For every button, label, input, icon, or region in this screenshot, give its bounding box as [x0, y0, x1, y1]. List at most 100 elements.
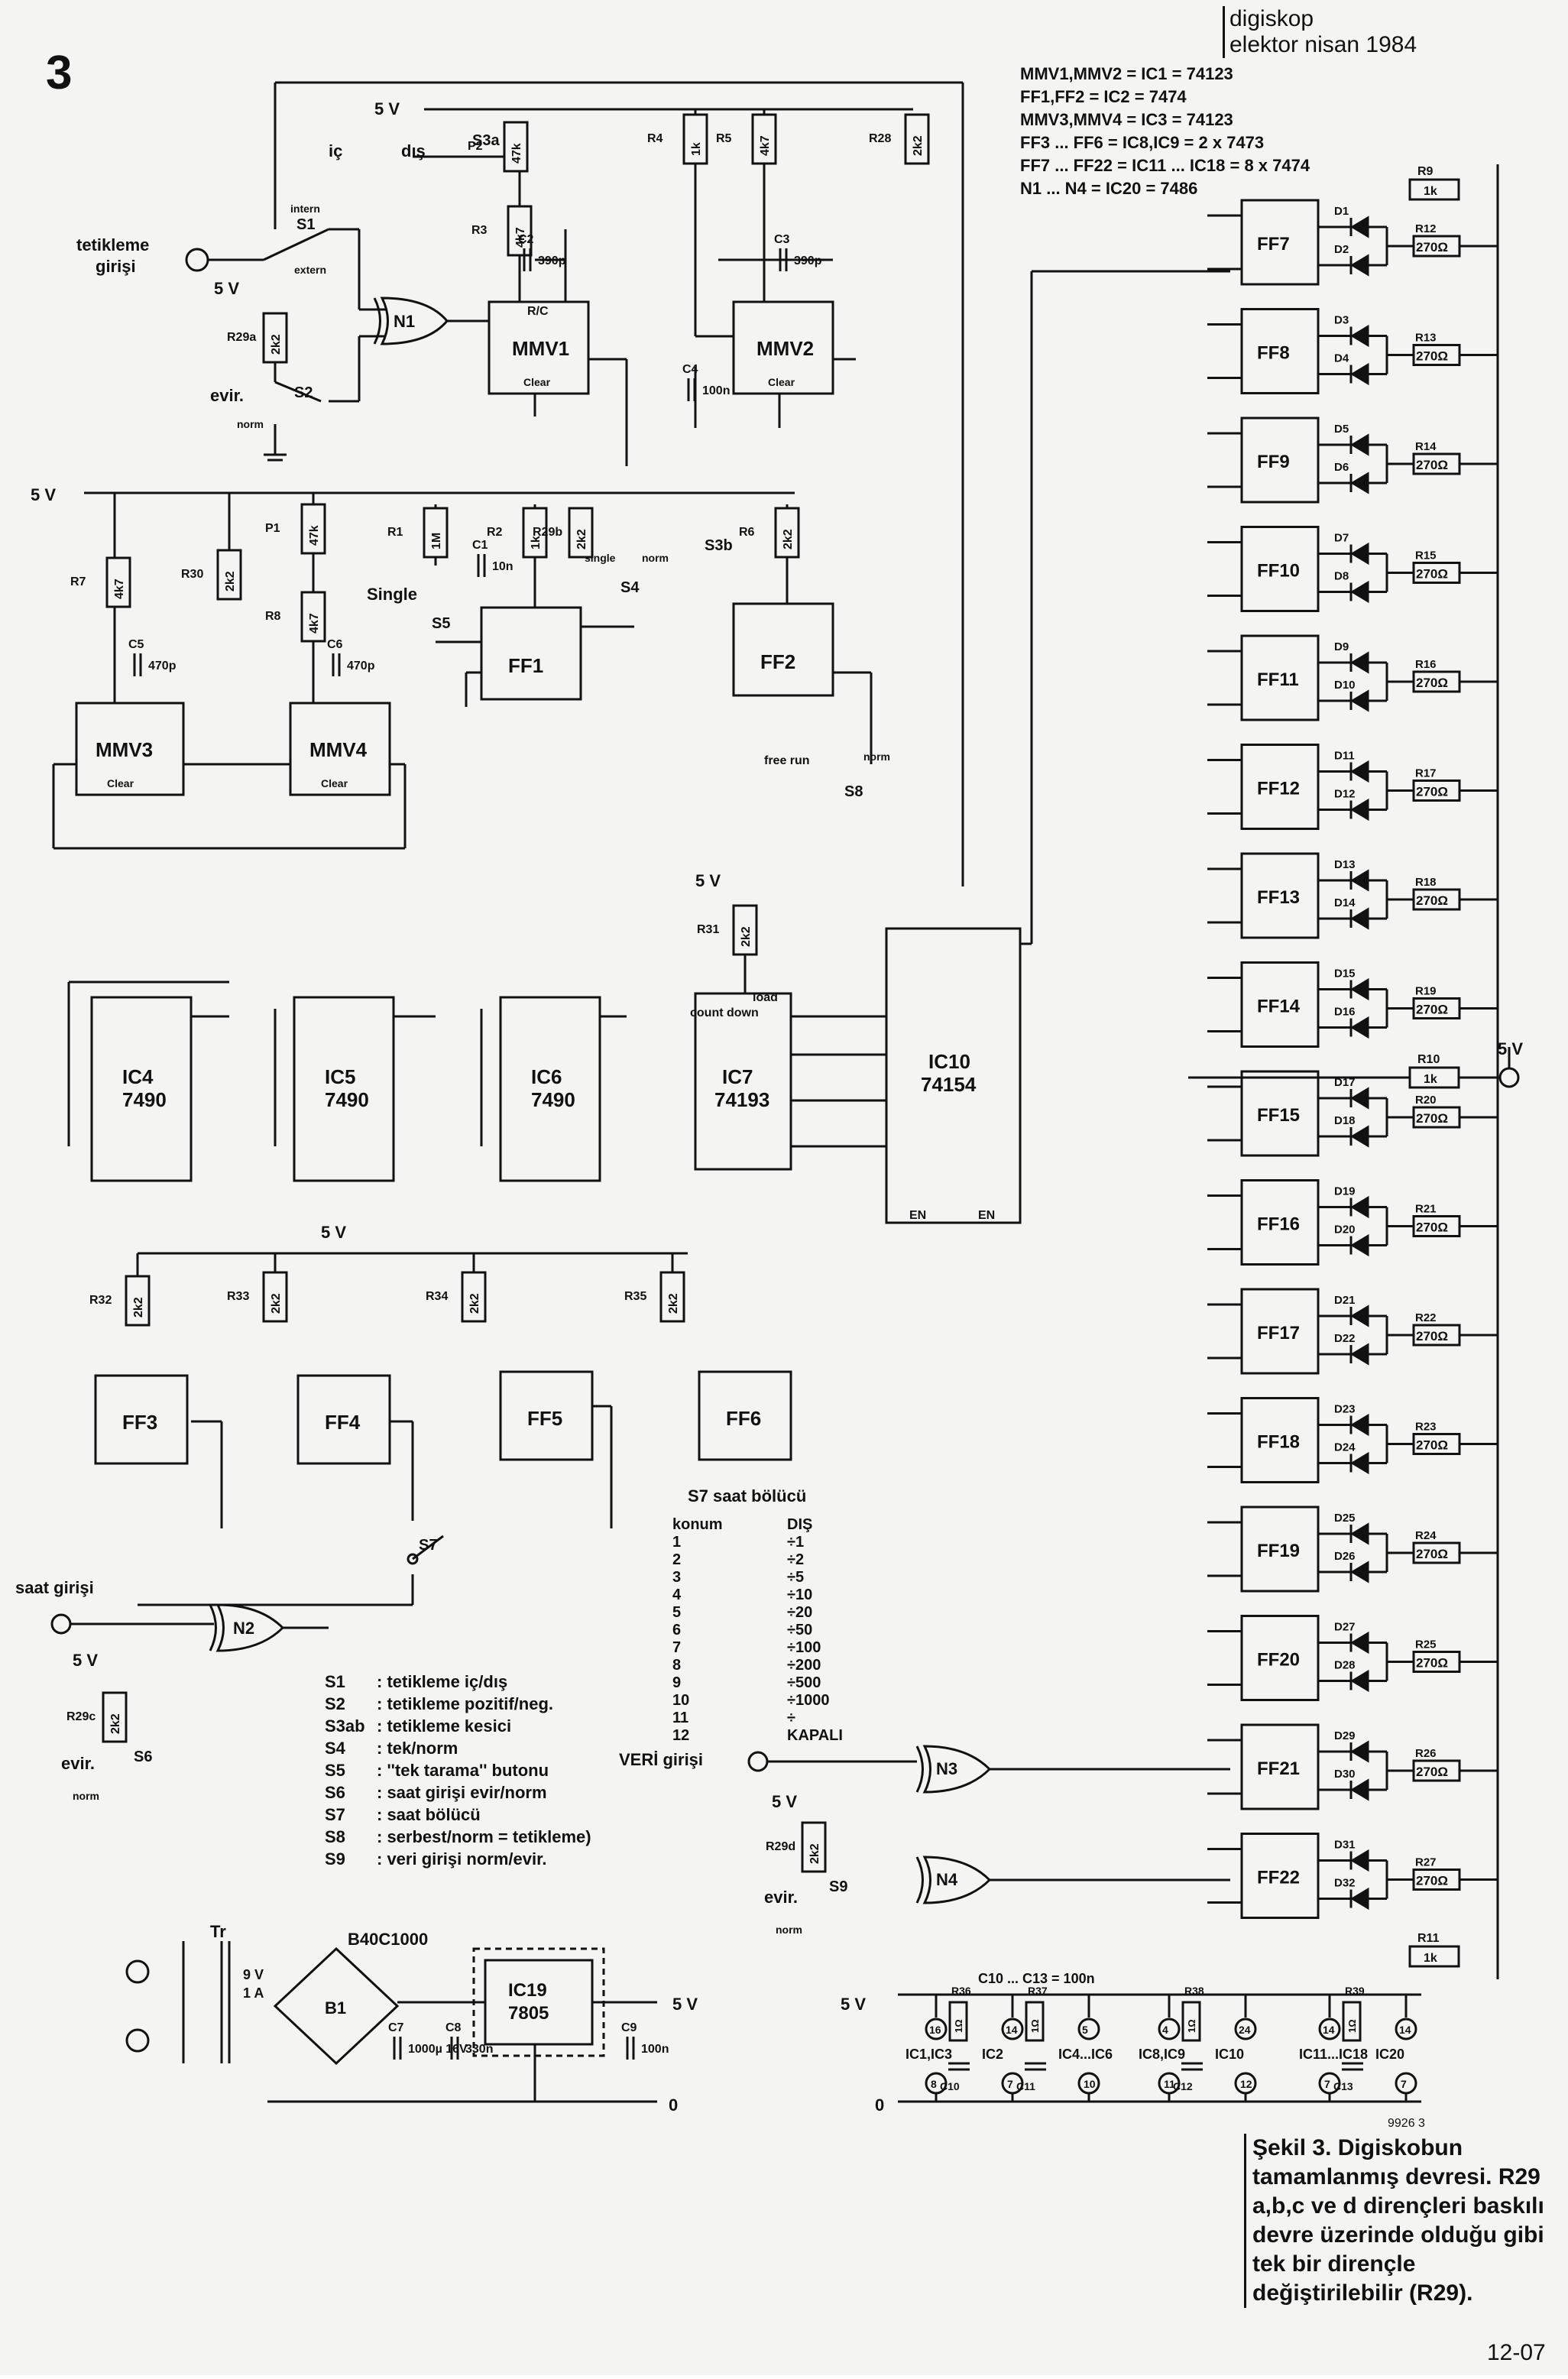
- legend-desc: : saat girişi evir/norm: [377, 1783, 547, 1802]
- ff-resistor-value: 270Ω: [1416, 1111, 1448, 1126]
- s8-norm-label: norm: [863, 750, 890, 763]
- capacitor-value: 100n: [641, 2043, 669, 2056]
- resistor-ref: R3: [471, 224, 488, 237]
- ff-box: [1240, 1506, 1320, 1593]
- divider-position: 7: [672, 1639, 682, 1656]
- ic-list-item: MMV1,MMV2 = IC1 = 74123: [1020, 64, 1233, 83]
- ic-list-item: FF7 ... FF22 = IC11 ... IC18 = 8 x 7474: [1020, 156, 1310, 175]
- resistor-ref: R5: [716, 132, 732, 145]
- publication-header: digiskop elektor nisan 1984: [1223, 6, 1417, 58]
- ff-label: FF8: [1257, 343, 1290, 364]
- ff-resistor-value: 270Ω: [1416, 1220, 1448, 1235]
- led-symbol: [1350, 1087, 1369, 1110]
- s9-invert-label: evir.: [764, 1888, 798, 1907]
- right-5v-terminal: [1496, 164, 1520, 1979]
- capacitor-ref: C9: [621, 2021, 637, 2034]
- led-label: D27: [1334, 1621, 1356, 1634]
- capacitor-value: 100n: [702, 384, 730, 397]
- ff3-ff6-blocks: [94, 1252, 792, 1465]
- v5-label-9: 5 V: [672, 1995, 698, 2014]
- supply-resistor-ref: R36: [951, 1985, 971, 1997]
- led-symbol: [1350, 977, 1369, 1001]
- led-symbol: [1350, 1195, 1369, 1219]
- legend-key: S1: [325, 1672, 345, 1691]
- ff-label: FF13: [1257, 887, 1300, 908]
- ff4-label: FF4: [325, 1411, 361, 1434]
- switch-label: S4: [620, 579, 640, 596]
- resistor-value: 4k7: [759, 135, 772, 156]
- ff-resistor-ref: R23: [1415, 1421, 1437, 1434]
- resistor-value: 2k2: [808, 1843, 821, 1864]
- ic7-ic10-blocks: [694, 927, 1022, 1224]
- ff-label: FF9: [1257, 452, 1290, 472]
- capacitor-value: 470p: [347, 660, 375, 673]
- trigger-label-2: girişi: [96, 257, 136, 276]
- legend-row: S4: tek/norm: [325, 1737, 591, 1759]
- n4-label: N4: [936, 1870, 958, 1889]
- led-symbol: [1350, 1016, 1369, 1039]
- ff-label: FF15: [1257, 1105, 1300, 1126]
- legend-row: S7: saat bölücü: [325, 1804, 591, 1826]
- legend-row: S3ab: tetikleme kesici: [325, 1715, 591, 1737]
- switch-label: S3a: [472, 132, 500, 149]
- resistor-ref: R2: [487, 526, 503, 539]
- ic-list-item: N1 ... N4 = IC20 = 7486: [1020, 179, 1198, 198]
- led-label: D25: [1334, 1512, 1356, 1525]
- supply-cap-ref: C10: [940, 2080, 960, 2092]
- resistor-ref: R29d: [766, 1840, 795, 1853]
- divider-ratio: ÷1: [787, 1534, 805, 1551]
- s1-extern-label: extern: [294, 264, 326, 276]
- led-label: D10: [1334, 679, 1356, 692]
- legend-row: S2: tetikleme pozitif/neg.: [325, 1693, 591, 1715]
- decoupling-layer: 16IC1,IC38R361ΩC1014IC27R371ΩC115IC4...I…: [905, 1985, 1417, 2102]
- led-symbol: [1350, 324, 1369, 348]
- resistor-ref: R30: [181, 568, 203, 581]
- divider-ratio: ÷1000: [787, 1692, 830, 1709]
- transformer-current: 1 A: [243, 1985, 264, 2001]
- led-symbol: [1350, 1849, 1369, 1872]
- led-label: D29: [1334, 1729, 1356, 1742]
- legend-row: S5: ''tek tarama'' butonu: [325, 1759, 591, 1781]
- ff-box: [1240, 1070, 1320, 1157]
- led-symbol: [1350, 1451, 1369, 1475]
- divider-ratio: ÷500: [787, 1674, 821, 1691]
- resistor-value: 2k2: [575, 529, 588, 549]
- led-label: D11: [1334, 750, 1355, 763]
- switch-label: S9: [829, 1878, 847, 1895]
- transformer-label: Tr: [210, 1922, 226, 1941]
- legend-desc: : tetikleme kesici: [377, 1716, 512, 1736]
- vcc-pin: 16: [929, 2024, 941, 2036]
- ff-box: [1240, 1833, 1320, 1919]
- ic-list-item: MMV3,MMV4 = IC3 = 74123: [1020, 110, 1233, 129]
- switch-label: S3b: [705, 537, 733, 554]
- divider-ratio: ÷200: [787, 1657, 821, 1674]
- led-symbol: [1350, 1740, 1369, 1763]
- resistor-ref: R31: [697, 923, 719, 936]
- resistor-value: 4k7: [308, 613, 321, 634]
- ff-label: FF18: [1257, 1432, 1300, 1453]
- ff-label: FF11: [1257, 669, 1299, 690]
- capacitor-ref: C8: [445, 2021, 462, 2034]
- s9-norm-label: norm: [776, 1924, 802, 1936]
- led-label: D19: [1334, 1185, 1356, 1198]
- vcc-pin: 4: [1162, 2024, 1168, 2036]
- figure-code: 9926 3: [1388, 2117, 1425, 2130]
- capacitor-ref: C5: [128, 638, 144, 651]
- led-label: D24: [1334, 1441, 1356, 1454]
- legend-row: S6: saat girişi evir/norm: [325, 1781, 591, 1804]
- resistor-value: 1M: [430, 533, 443, 549]
- capacitor-ref: C6: [327, 638, 343, 651]
- led-label: D22: [1334, 1332, 1356, 1345]
- n2-gate: [50, 1603, 329, 1652]
- divider-ratio: ÷: [787, 1710, 795, 1726]
- resistor-value: 2k2: [782, 529, 795, 549]
